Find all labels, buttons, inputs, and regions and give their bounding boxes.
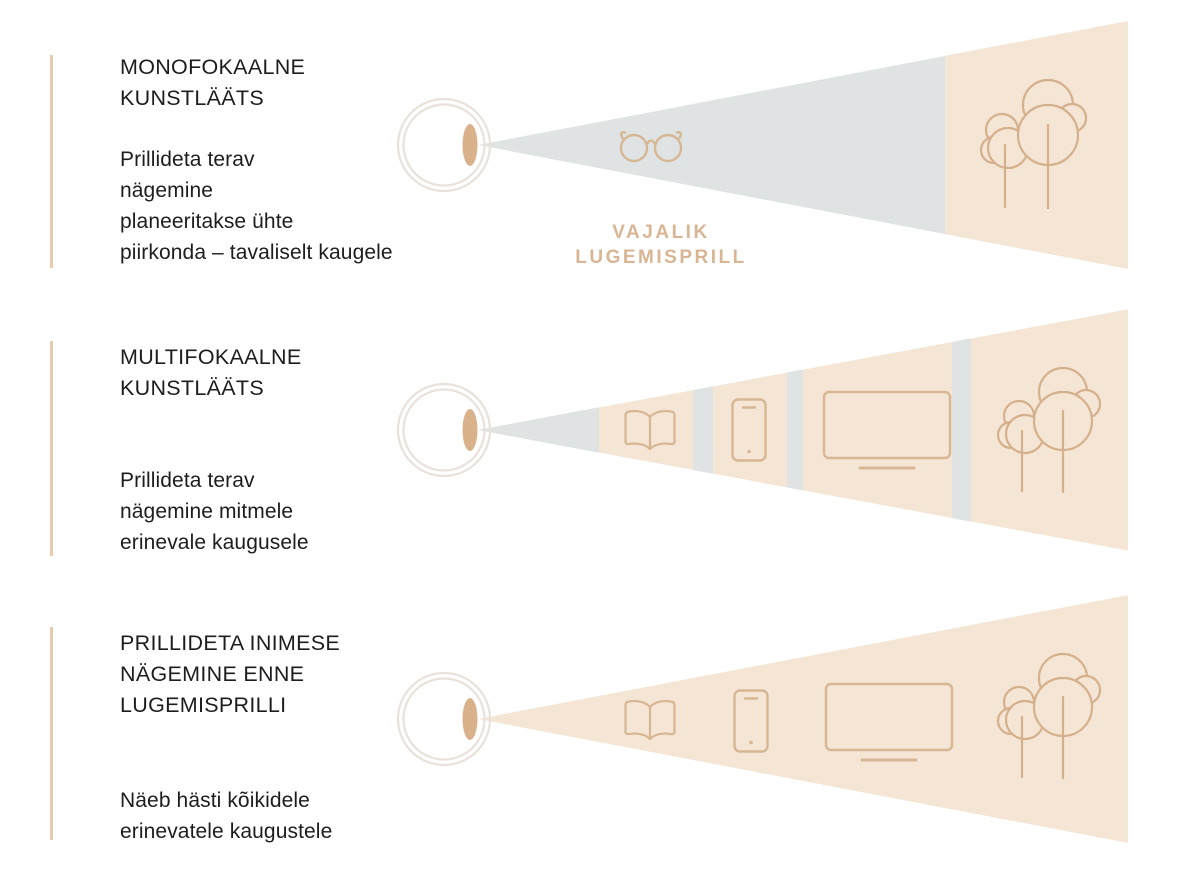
- lens-shape: [462, 698, 478, 740]
- vision-beam-row-3: [478, 595, 1128, 843]
- glasses-icon: [619, 131, 683, 163]
- row-3-description: Näeb hästi kõikidele erinevatele kaugust…: [120, 789, 333, 843]
- vision-beam-row-2: [478, 309, 1128, 551]
- beam-segment-blur: [787, 369, 803, 491]
- eye-icon: [396, 382, 492, 478]
- row-1-description: Prillideta terav nägemine planeeritakse …: [120, 148, 393, 264]
- tv-icon: [824, 682, 954, 762]
- row-divider-bar: [50, 627, 53, 840]
- row-1-title: MONOFOKAALNE KUNSTLÄÄTS: [120, 55, 306, 110]
- smartphone-icon: [731, 398, 767, 462]
- beam-segment-blur: [952, 338, 971, 522]
- tv-icon: [822, 390, 952, 470]
- book-icon: [624, 409, 676, 451]
- row-divider-bar: [50, 55, 53, 268]
- tree-icon: [979, 78, 1088, 210]
- beam-segment-sharp: [478, 595, 1128, 843]
- beam-segment-blur: [693, 386, 713, 474]
- eye-icon: [396, 97, 492, 193]
- row-2-title: MULTIFOKAALNE KUNSTLÄÄTS: [120, 345, 302, 400]
- vision-beam-row-1: [478, 21, 1128, 269]
- row-3-title: PRILLIDETA INIMESE NÄGEMINE ENNE LUGEMIS…: [120, 631, 341, 717]
- beam-segment-blur: [478, 407, 599, 453]
- row-2-description: Prillideta terav nägemine mitmele erinev…: [120, 469, 309, 554]
- smartphone-icon: [733, 689, 769, 753]
- tree-icon: [996, 366, 1102, 494]
- book-icon: [624, 699, 676, 741]
- row-1-beam-note: VAJALIK LUGEMISPRILL: [575, 222, 747, 268]
- lens-shape: [462, 124, 478, 166]
- lens-shape: [462, 409, 478, 451]
- row-divider-bar: [50, 341, 53, 556]
- eye-icon: [396, 671, 492, 767]
- tree-icon: [996, 652, 1102, 780]
